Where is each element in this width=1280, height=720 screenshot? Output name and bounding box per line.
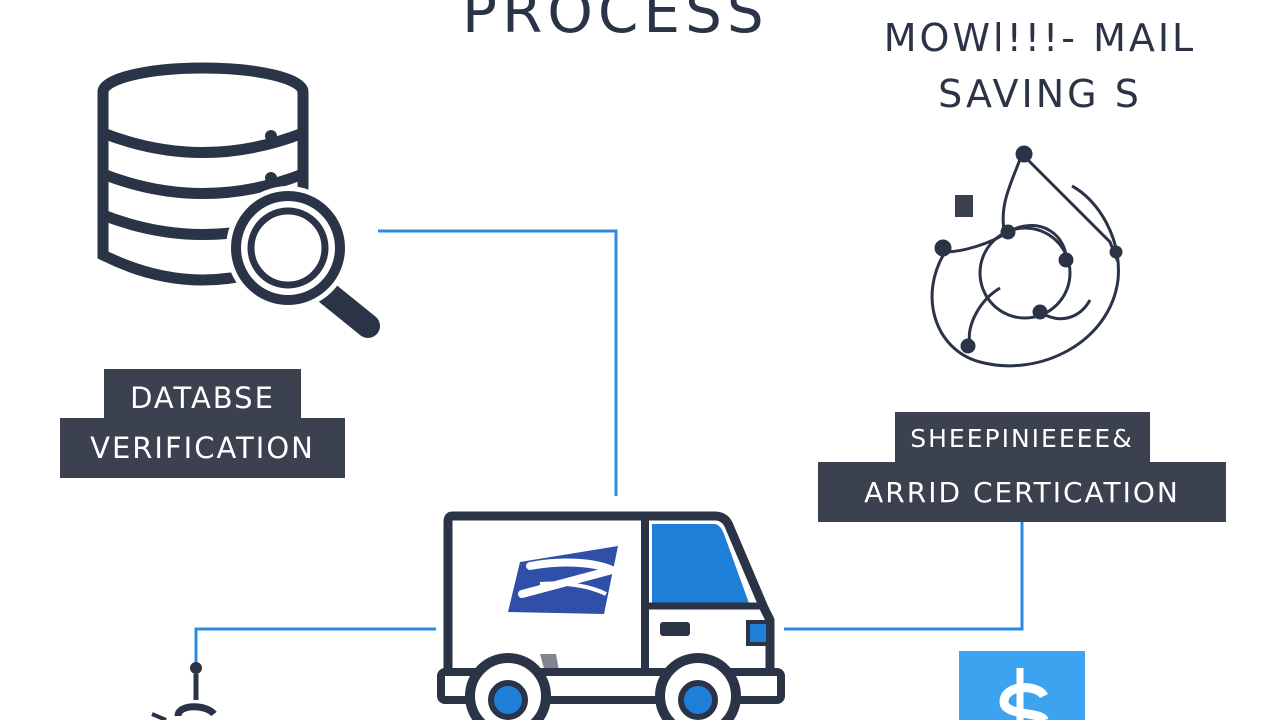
dollar-icon xyxy=(151,662,217,720)
certification-label-bg xyxy=(818,412,1226,522)
dollar-tile-icon xyxy=(959,651,1085,720)
certification-label-line-2: ARRID CERTICATION xyxy=(864,476,1180,509)
mail-truck-icon xyxy=(437,511,785,720)
database-label-line-1: DATABSE xyxy=(130,381,275,415)
certification-label-line-1: SHEEPINIEEEE& xyxy=(910,424,1134,453)
subtitle-line-1: MOWl!!!- MAIL xyxy=(883,16,1197,60)
database-verification-label: DATABSE VERIFICATION xyxy=(60,369,345,478)
connector-truck-to-savings-left xyxy=(194,627,436,668)
certification-label: SHEEPINIEEEE& ARRID CERTICATION xyxy=(818,412,1226,522)
connector-database-to-truck xyxy=(378,229,618,496)
connector-truck-to-certification xyxy=(784,520,1024,631)
diagram-subtitle: MOWl!!!- MAIL SAVING S xyxy=(820,10,1260,122)
database-label-line-2: VERIFICATION xyxy=(90,431,315,465)
subtitle-line-2: SAVING S xyxy=(938,72,1142,116)
diagram-title: PROCESS xyxy=(462,0,769,46)
connectors xyxy=(194,229,1024,668)
circular-network-icon xyxy=(930,145,1123,368)
database-search-icon xyxy=(97,62,386,344)
database-label-bg xyxy=(60,369,345,478)
